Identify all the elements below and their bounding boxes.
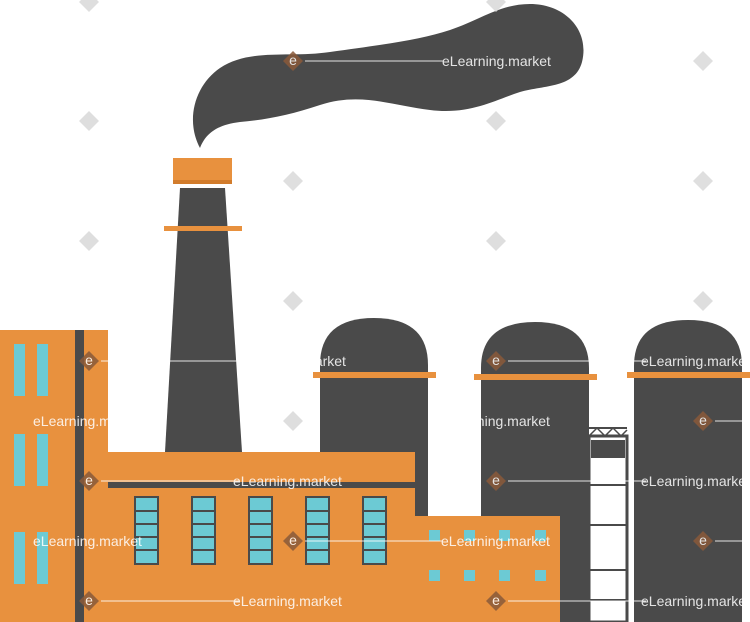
watermark-diamond (79, 0, 99, 12)
watermark-badge (693, 411, 713, 431)
watermark-overlay: e eLearning.market e e eLearning.market eLear… (33, 0, 750, 611)
watermark-badge (486, 351, 506, 371)
watermark-badge (283, 531, 303, 551)
smoke-plume (192, 4, 584, 148)
watermark-badge (79, 471, 99, 491)
watermark-diamond (283, 411, 303, 431)
watermark-badge (486, 471, 506, 491)
low-building (415, 516, 560, 622)
watermark-text: eLearning.market (441, 533, 550, 549)
silo-right (627, 320, 750, 622)
watermark-badge (79, 351, 99, 371)
watermark-diamond (283, 171, 303, 191)
watermark-text: eLearning.market (442, 53, 551, 69)
watermark-text: eLearning.market (233, 473, 342, 489)
watermark-badge-letter: e (699, 412, 707, 428)
watermark-text: eLearning.market (641, 593, 750, 609)
watermark-badge-letter: e (289, 532, 297, 548)
watermark-text: eLearning.market (641, 473, 750, 489)
main-hall-windows (134, 496, 387, 565)
watermark-badge-letter: e (699, 532, 707, 548)
watermark-diamond (486, 111, 506, 131)
watermark-diamond (693, 291, 713, 311)
watermark-diamond (486, 0, 506, 12)
watermark-text: eLearning.market (33, 413, 142, 429)
watermark-diamond (79, 111, 99, 131)
watermark-badge-letter: e (492, 592, 500, 608)
watermark-badge-letter: e (492, 352, 500, 368)
tall-building (0, 330, 108, 622)
low-building-windows (429, 530, 546, 581)
watermark-text: eLearning.market (641, 353, 750, 369)
watermark-text: eLearning.market (441, 413, 550, 429)
watermark-badge-letter: e (289, 52, 297, 68)
watermark-badge-letter: e (85, 472, 93, 488)
smokestack (164, 158, 242, 452)
watermark-badge (486, 591, 506, 611)
watermark-badge (283, 51, 303, 71)
tall-building-windows (14, 344, 48, 584)
watermark-diamond (486, 231, 506, 251)
watermark-diamond (79, 231, 99, 251)
watermark-diamond (693, 51, 713, 71)
watermark-badge (79, 591, 99, 611)
main-hall (108, 452, 415, 622)
lattice-tower (587, 426, 629, 622)
watermark-badge (693, 531, 713, 551)
watermark-text: eLearning.market (233, 593, 342, 609)
watermark-text: eLearning.market (33, 533, 142, 549)
watermark-diamond (283, 291, 303, 311)
watermark-badge-letter: e (85, 592, 93, 608)
watermark-text: eLearning.market (237, 353, 346, 369)
watermark-diamond (693, 171, 713, 191)
watermark-badge-letter: e (85, 352, 93, 368)
watermark-badge-letter: e (492, 472, 500, 488)
